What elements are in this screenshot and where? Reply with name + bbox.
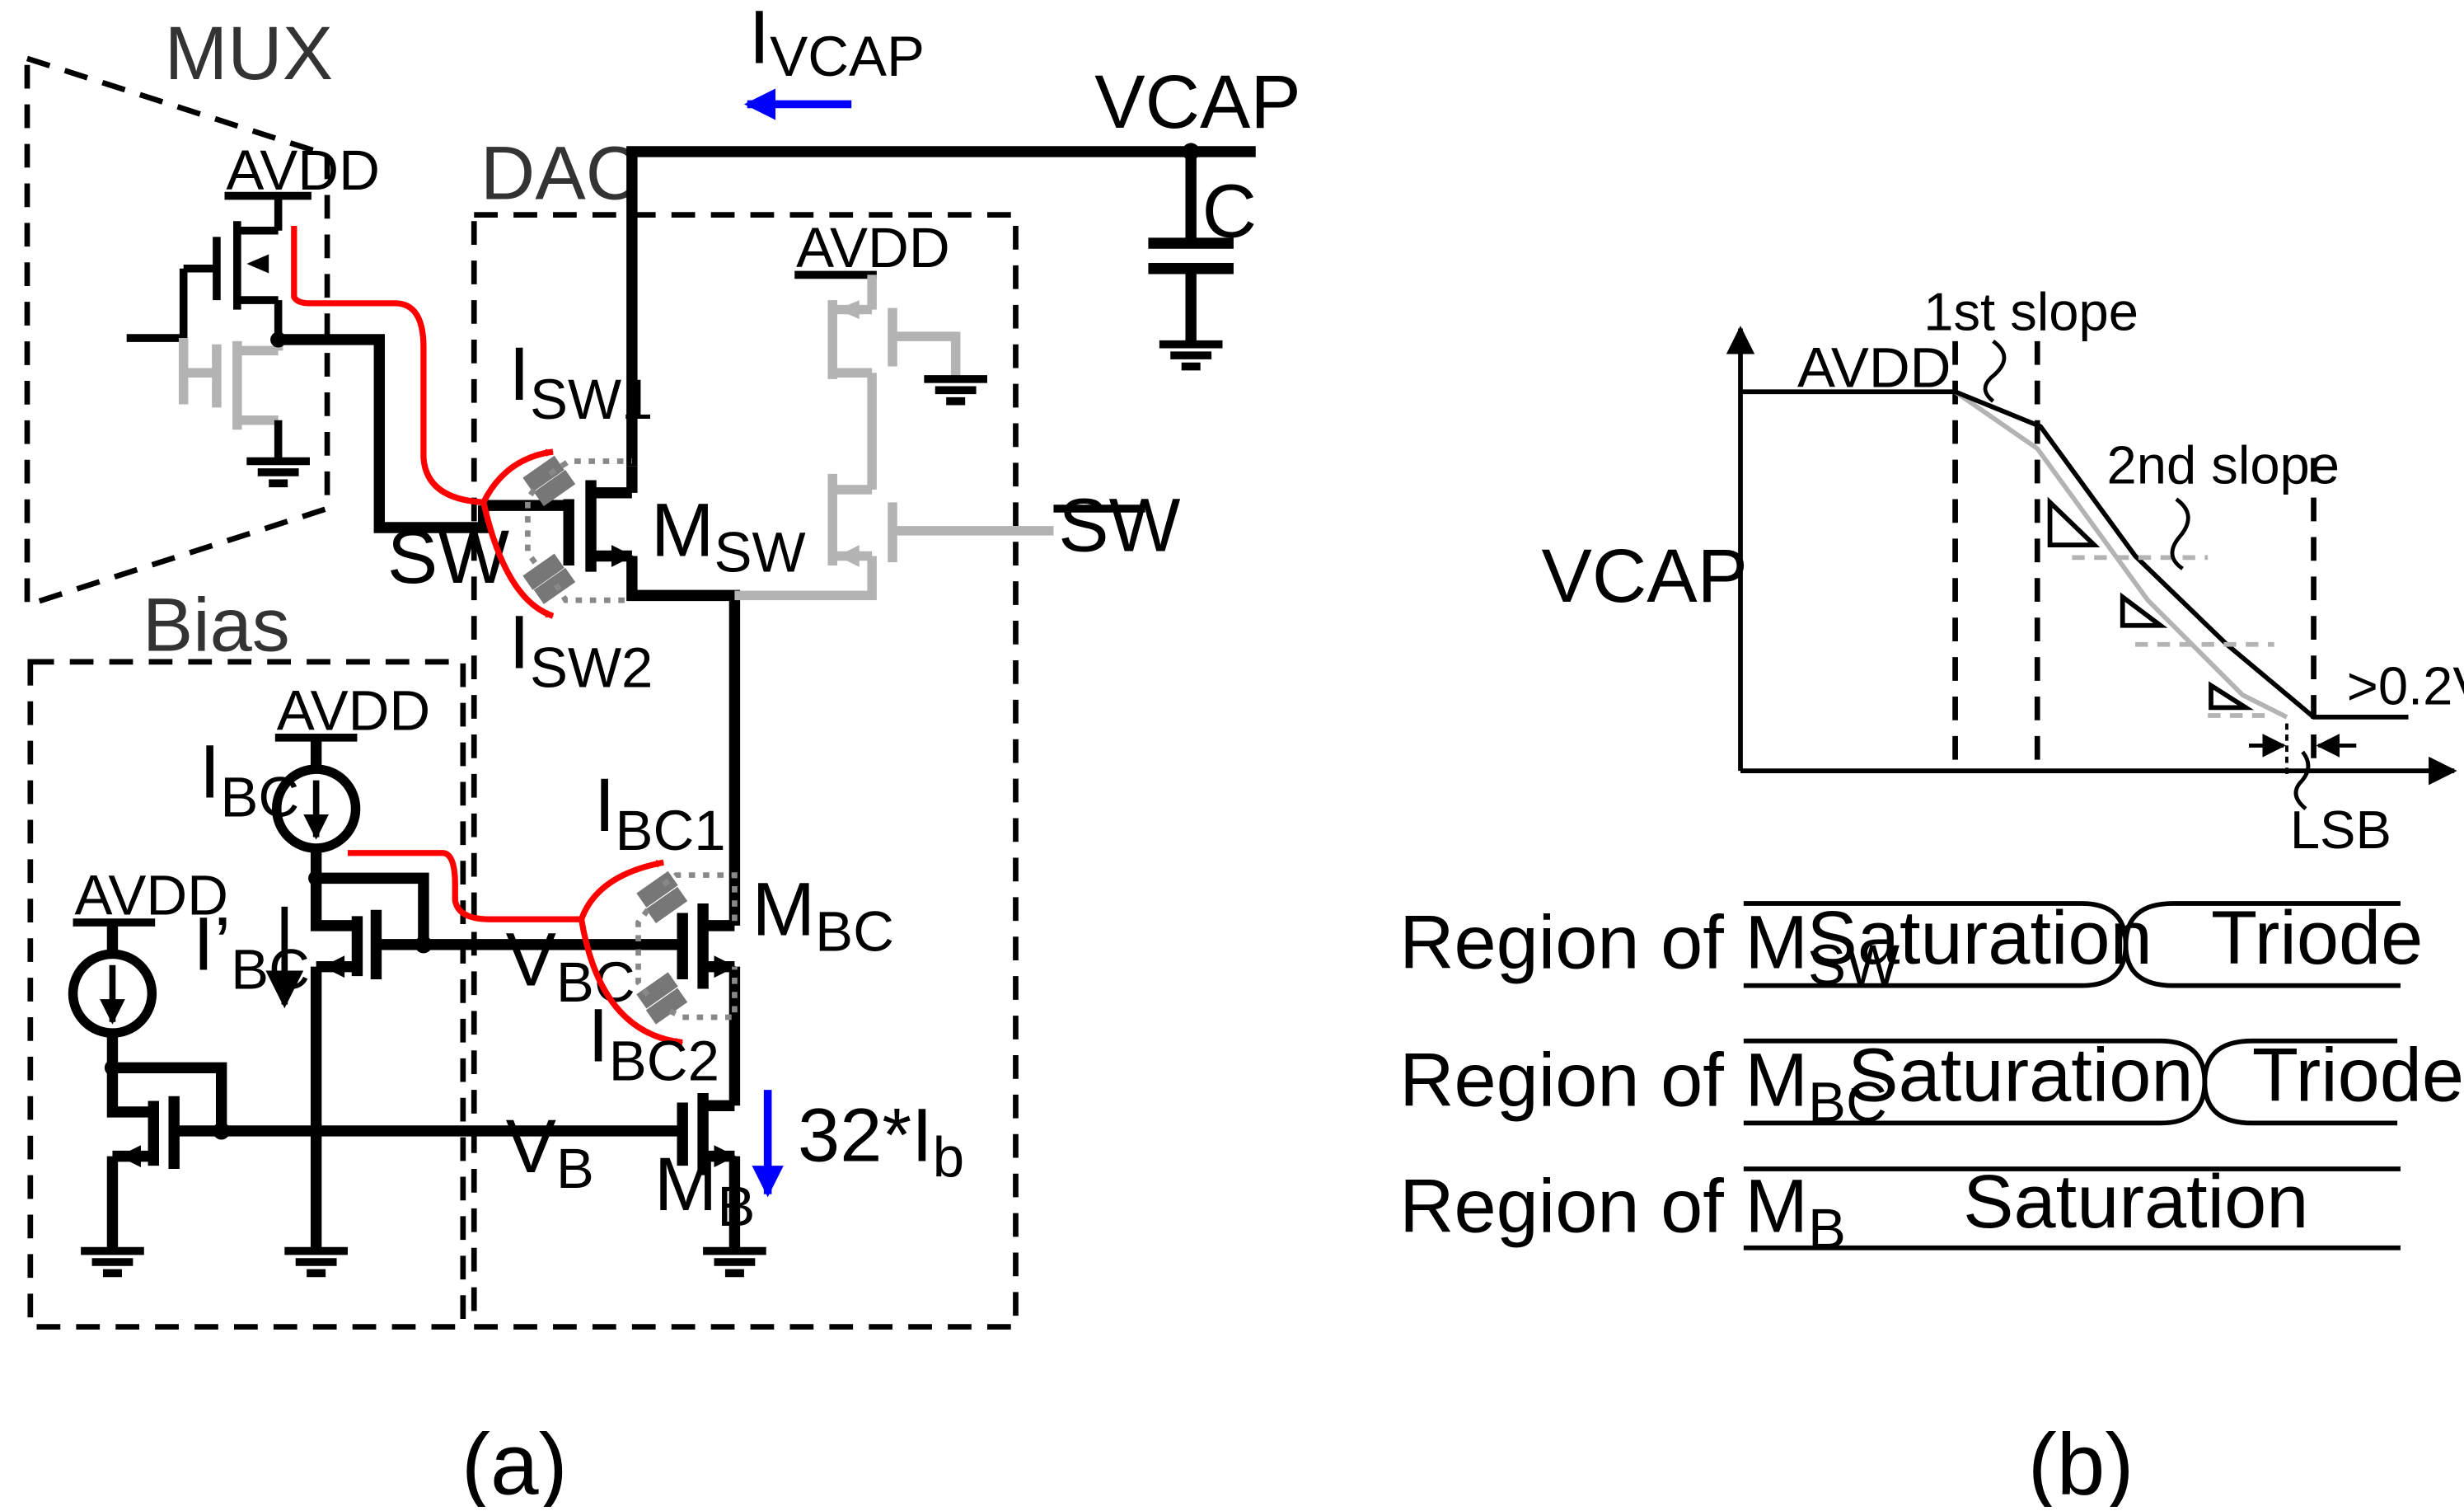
ibc-prime-label: I’BC: [193, 903, 310, 1002]
vcap-waveform-plot: VCAP AVDD 1st slope 2nd slope >0.2V LSB …: [1399, 281, 2464, 1511]
caption-a: (a): [461, 1417, 568, 1507]
bias-block: [27, 659, 466, 1330]
ibc2-label: IBC2: [588, 994, 719, 1093]
region-mbc-left: Saturation: [1848, 1034, 2193, 1118]
dac-avdd-label: AVDD: [796, 216, 950, 279]
dac-inactive-transistors: AVDD: [734, 216, 1054, 601]
isw1-current: [291, 226, 555, 506]
region-msw-label: Region of MSW: [1399, 901, 1900, 997]
circuit-schematic: MUX DAC Bias AVDD: [24, 0, 1301, 1511]
ibc1-current: [347, 850, 665, 922]
ib-source: AVDD: [68, 863, 683, 1278]
mux-avdd-label: AVDD: [226, 138, 380, 202]
plot-ylabel: VCAP: [1542, 534, 1748, 618]
bias-avdd1-label: AVDD: [277, 678, 431, 742]
vb-label: VB: [506, 1105, 594, 1200]
v02-label: >0.2V: [2347, 656, 2464, 716]
bias-label: Bias: [143, 583, 290, 667]
vcap-curve: [1740, 389, 2409, 720]
mux-label: MUX: [165, 12, 333, 96]
region-msw-left: Saturation: [1806, 896, 2152, 980]
region-row-mb: Region of MB Saturation: [1399, 1160, 2401, 1260]
ibc-source: AVDD IBC: [199, 678, 431, 879]
vcap-label: VCAP: [1094, 60, 1300, 144]
ibc2-current: [578, 918, 684, 1046]
msw-label: MSW: [651, 488, 806, 584]
mux-block: [24, 54, 330, 609]
capacitor-c: C: [1148, 151, 1257, 371]
msw-transistor: MSW: [563, 466, 806, 926]
mux-pmos-arrow: [246, 254, 269, 274]
region-mbc-label: Region of MBC: [1399, 1038, 1887, 1133]
region-mb-label: Region of MB: [1399, 1165, 1846, 1260]
plot-avdd-label: AVDD: [1797, 336, 1951, 399]
region-row-msw: Region of MSW Saturation Triode: [1399, 896, 2423, 997]
vcap-curve-grey: [1953, 389, 2288, 720]
bias-avdd2-label: AVDD: [74, 863, 228, 927]
mb-transistor: MB VB: [506, 1092, 766, 1278]
mb-label: MB: [654, 1143, 756, 1238]
mbc-transistor: MBC VBC: [506, 867, 894, 1106]
second-slope-label: 2nd slope: [2107, 434, 2340, 495]
ivcap-label: IVCAP: [749, 0, 925, 88]
isw2-current: [480, 501, 555, 619]
msw-parasitic-caps: [522, 455, 632, 604]
vbc-label: VBC: [506, 918, 635, 1014]
sw-wire: [278, 334, 490, 533]
mbc-label: MBC: [752, 867, 893, 963]
cap-label: C: [1202, 169, 1257, 253]
region-mbc-right: Triode: [2252, 1034, 2464, 1118]
mbc-parasitic-caps: [635, 870, 738, 1025]
ib-label: 32*Ib: [798, 1093, 964, 1189]
caption-b: (b): [2028, 1417, 2134, 1507]
lsb-label: LSB: [2290, 800, 2391, 860]
sw-bar-label: SW: [1058, 484, 1180, 568]
first-slope-label: 1st slope: [1923, 281, 2138, 341]
region-row-mbc: Region of MBC Saturation Triode: [1399, 1034, 2464, 1134]
bias-cascode-transistor: I’BC: [193, 870, 683, 1278]
isw1-label: ISW1: [508, 332, 653, 431]
isw2-label: ISW2: [508, 601, 653, 700]
mux-transistors: AVDD: [126, 138, 380, 488]
dac-label: DAC: [480, 131, 640, 215]
ibc-label: IBC: [199, 730, 299, 829]
vcap-wire: [626, 146, 1256, 467]
ibc1-label: IBC1: [594, 763, 726, 862]
region-msw-right: Triode: [2211, 896, 2423, 980]
region-mb-left: Saturation: [1963, 1160, 2308, 1244]
